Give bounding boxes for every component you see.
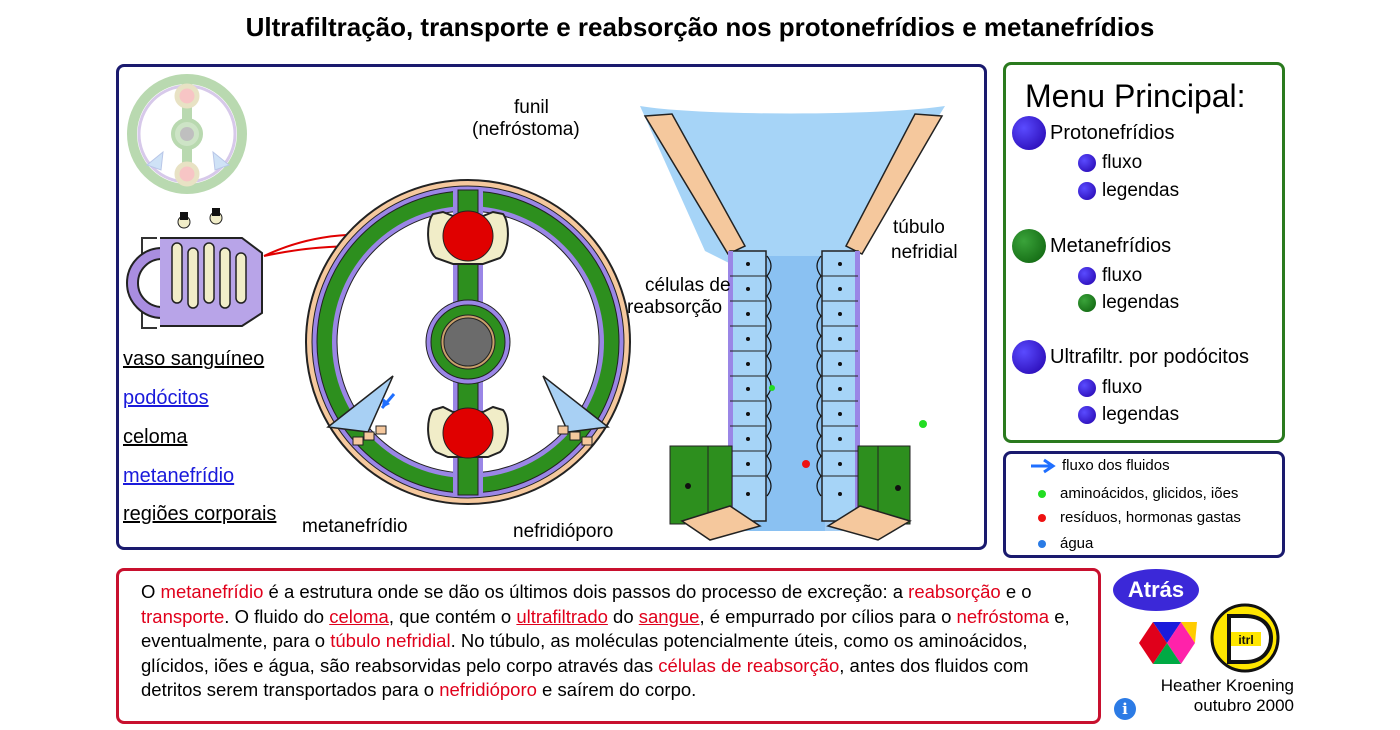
keyword-nefrostoma[interactable]: nefróstoma <box>956 605 1050 627</box>
menu-title: Menu Principal: <box>1025 78 1246 114</box>
keyword-celoma[interactable]: celoma <box>329 605 389 627</box>
menu-protonefridios[interactable]: Protonefrídios <box>1012 116 1175 150</box>
legend-water: água <box>1030 535 1093 552</box>
label-reabsorcao: reabsorção <box>627 297 723 318</box>
legend-residues: resíduos, hormonas gastas <box>1030 509 1241 526</box>
keyword-reabsorcao[interactable]: reabsorção <box>908 581 1001 602</box>
blue-arrow-icon <box>1031 458 1056 473</box>
menu-metanefridios-fluxo[interactable]: fluxo <box>1078 265 1142 287</box>
submenu-bullet-icon <box>1078 294 1096 312</box>
label-nefridial: nefridial <box>891 242 958 263</box>
label-tubulo: túbulo <box>893 217 945 238</box>
keyword-transporte[interactable]: transporte <box>141 605 225 627</box>
side-link-podocitos[interactable]: podócitos <box>123 387 209 409</box>
thumbnail-diagram[interactable] <box>125 70 250 195</box>
menu-bullet-icon <box>1012 340 1046 374</box>
menu-protonefridios-fluxo[interactable]: fluxo <box>1078 152 1142 174</box>
label-funil: funil <box>514 97 549 118</box>
submenu-bullet-icon <box>1078 379 1096 397</box>
submenu-bullet-icon <box>1078 267 1096 285</box>
submenu-bullet-icon <box>1078 154 1096 172</box>
label-celulas: células de <box>645 275 731 296</box>
nephridium-diagram[interactable] <box>610 96 980 546</box>
keyword-celulas-reabsorcao[interactable]: células de reabsorção <box>658 654 840 676</box>
body-cross-section[interactable] <box>298 172 638 512</box>
blood-vessel-icon[interactable] <box>122 208 272 338</box>
ditrl-logo-icon[interactable]: itrl <box>1207 602 1287 674</box>
legend-panel <box>1003 451 1285 558</box>
info-icon[interactable]: i <box>1114 698 1136 720</box>
menu-metanefridios-legendas[interactable]: legendas <box>1078 292 1179 314</box>
author-name: Heather Kroening <box>1160 676 1294 695</box>
submenu-bullet-icon <box>1078 182 1096 200</box>
diagram-panel <box>116 64 987 550</box>
side-link-metanefridio[interactable]: metanefrídio <box>123 465 235 487</box>
main-menu-panel <box>1003 62 1285 443</box>
menu-ultrafiltracao-legendas[interactable]: legendas <box>1078 404 1179 426</box>
label-nefridioporo: nefridióporo <box>513 521 614 542</box>
page-title: Ultrafiltração, transporte e reabsorção … <box>245 12 1155 42</box>
legend-fluid-flow: fluxo dos fluidos <box>1030 457 1170 474</box>
keyword-metanefridio[interactable]: metanefrídio <box>160 581 264 602</box>
keyword-ultrafiltrado[interactable]: ultrafiltrado <box>516 605 608 627</box>
red-dot-icon <box>1038 513 1046 522</box>
menu-bullet-icon <box>1012 229 1046 263</box>
keyword-sangue[interactable]: sangue <box>638 605 700 627</box>
submenu-bullet-icon <box>1078 406 1096 424</box>
side-link-vaso-sanguineo[interactable]: vaso sanguíneo <box>123 348 265 370</box>
podocyte-top <box>427 210 509 265</box>
blue-dot-icon <box>1038 539 1046 548</box>
podocyte-bottom <box>427 405 509 459</box>
side-link-regioes-corporais[interactable]: regiões corporais <box>123 503 277 525</box>
legend-aminoacids: aminoácidos, glicidos, iões <box>1030 485 1238 502</box>
description-panel <box>116 568 1101 724</box>
side-link-celoma[interactable]: celoma <box>123 426 188 448</box>
green-dot-icon <box>1038 489 1046 498</box>
keyword-nefridioporo[interactable]: nefridióporo <box>439 679 537 700</box>
menu-ultrafiltracao[interactable]: Ultrafiltr. por podócitos <box>1012 340 1249 374</box>
author-credit: Heather Kroening outubro 2000 <box>1124 676 1294 716</box>
label-nefrostoma: (nefróstoma) <box>472 119 580 140</box>
logo-text: itrl <box>1238 633 1253 647</box>
keyword-tubulo-nefridial[interactable]: túbulo nefridial <box>330 630 451 651</box>
menu-metanefridios[interactable]: Metanefrídios <box>1012 229 1171 263</box>
menu-bullet-icon <box>1012 116 1046 150</box>
author-date: outubro 2000 <box>1193 696 1294 715</box>
multimedia-logo-icon[interactable] <box>1137 618 1199 668</box>
menu-ultrafiltracao-fluxo[interactable]: fluxo <box>1078 377 1142 399</box>
description-text: O metanefrídio é a estrutura onde se dão… <box>141 581 1070 700</box>
label-metanefridio: metanefrídio <box>302 516 408 537</box>
menu-protonefridios-legendas[interactable]: legendas <box>1078 180 1179 202</box>
back-button[interactable]: Atrás <box>1113 569 1199 611</box>
